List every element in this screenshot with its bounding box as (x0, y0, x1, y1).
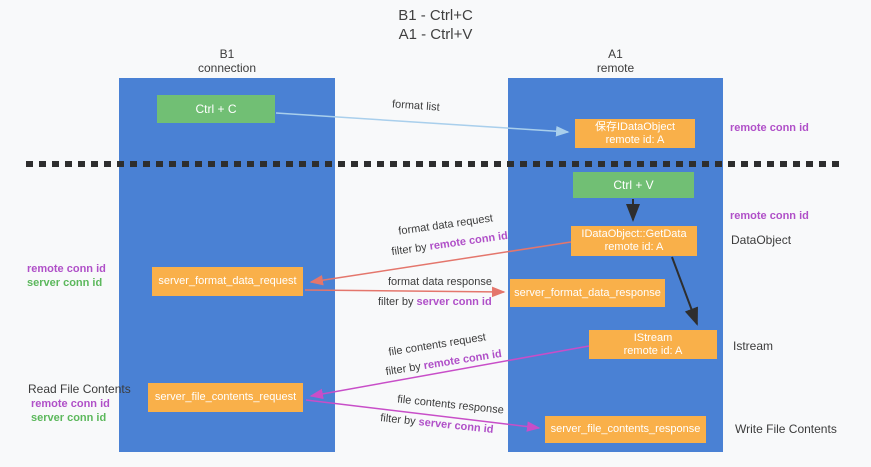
server-file-contents-response-label: server_file_contents_response (550, 423, 701, 435)
diagram-title: B1 - Ctrl+C A1 - Ctrl+V (0, 6, 871, 44)
write-file-contents-label: Write File Contents (735, 422, 837, 436)
server-file-contents-request-label: server_file_contents_request (154, 391, 297, 403)
getdata-to-istream-arrow (671, 256, 698, 326)
save-dataobject-line1: 保存IDataObject (594, 120, 676, 133)
istream-line2: remote id: A (623, 344, 683, 357)
server-format-data-request-label: server_format_data_request (158, 275, 297, 287)
ctrl-v-label: Ctrl + V (613, 178, 654, 192)
filter-by-text: filter by (378, 296, 417, 308)
file-contents-request-arrow (309, 345, 590, 400)
getdata-line2: remote id: A (604, 241, 664, 253)
save-dataobject-line2: remote id: A (605, 133, 665, 146)
left-remote-conn-id-label: remote conn id (27, 263, 106, 275)
ctrl-c-box: Ctrl + C (157, 95, 275, 123)
format-data-response-label: format data response (388, 276, 492, 288)
left-server-conn-id-label: server conn id (27, 277, 103, 289)
left-column-name: B1 (219, 47, 235, 61)
read-file-contents-label: Read File Contents (28, 382, 131, 396)
istream-side-label: Istream (733, 339, 774, 353)
right-column-name: A1 (608, 47, 623, 61)
dataobject-label: DataObject (731, 233, 792, 247)
server-file-contents-response-box: server_file_contents_response (545, 416, 706, 443)
format-data-response-arrow (304, 286, 506, 298)
server-format-data-response-label: server_format_data_response (514, 286, 661, 299)
save-dataobject-box: 保存IDataObject remote id: A (575, 119, 695, 148)
format-list-arrow (275, 112, 570, 137)
server-format-data-response-box: server_format_data_response (510, 279, 665, 307)
istream-box: IStream remote id: A (589, 330, 717, 359)
title-line-b1: B1 - Ctrl+C (398, 7, 473, 24)
right-column-header: A1 remote (508, 47, 723, 75)
getdata-line1: IDataObject::GetData (581, 228, 687, 240)
server-conn-id-key: server conn id (416, 296, 492, 308)
left-column-role: connection (197, 61, 257, 75)
right-top-remote-conn-id-label: remote conn id (730, 122, 809, 134)
istream-line1: IStream (633, 331, 673, 344)
right-column-role: remote (596, 61, 635, 75)
left-column-header: B1 connection (119, 47, 335, 75)
format-data-response-filter-label: filter by server conn id (378, 296, 492, 308)
ctrl-v-box: Ctrl + V (573, 172, 694, 198)
right-mid-remote-conn-id-label: remote conn id (730, 210, 809, 222)
getdata-box: IDataObject::GetData remote id: A (571, 226, 697, 256)
format-data-request-arrow (309, 241, 572, 286)
left-bottom-remote-conn-id-label: remote conn id (31, 398, 110, 410)
title-line-a1: A1 - Ctrl+V (398, 26, 473, 43)
left-bottom-server-conn-id-label: server conn id (31, 412, 107, 424)
ctrl-c-label: Ctrl + C (195, 102, 237, 116)
server-format-data-request-box: server_format_data_request (152, 267, 303, 296)
file-contents-response-arrow (305, 399, 541, 432)
server-file-contents-request-box: server_file_contents_request (148, 383, 303, 412)
